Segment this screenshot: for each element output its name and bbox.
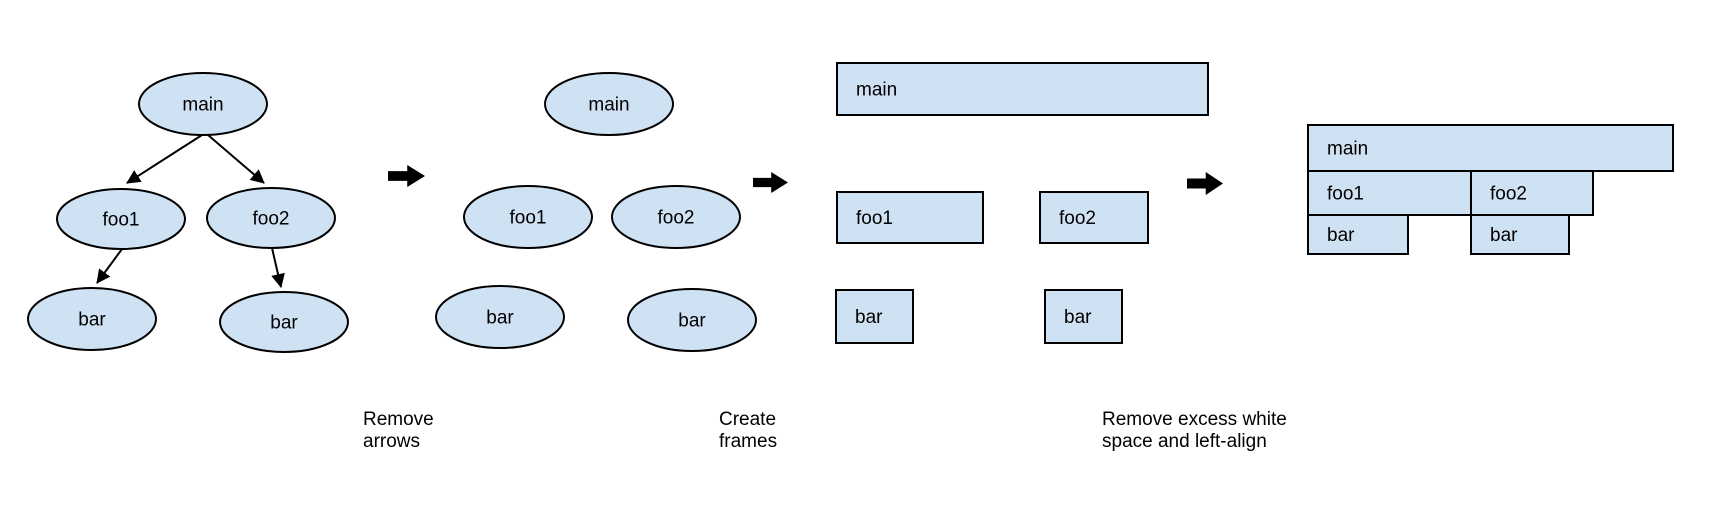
frame-rect [1039,191,1149,244]
frame-rect [836,191,984,244]
stage-ellipses-no-arrows: main foo1 foo2 bar bar [435,72,757,352]
frame-label: main [856,80,897,101]
transition-arrow-icon [1187,172,1223,195]
node-label: bar [270,313,298,334]
function-node-ellipse [435,285,565,349]
frame-rect [1044,289,1123,344]
frame-label: bar [855,307,883,328]
function-node-ellipse [544,72,674,136]
call-edge-arrow [207,134,265,184]
call-edge-arrow [271,247,285,288]
function-node-ellipse [27,287,157,351]
frame-label: foo2 [1059,208,1096,229]
frame-rect [836,62,1209,116]
frame-rect [1470,170,1594,216]
frame-rect [835,289,914,344]
node-label: foo2 [253,209,290,230]
node-label: foo1 [103,210,140,231]
function-node-ellipse [206,187,336,249]
frame-rect [1470,214,1570,255]
frame-label: bar [1327,225,1355,246]
stage-call-tree: main foo1 foo2 bar bar [27,72,349,353]
call-edge-arrow [96,248,123,284]
function-node-ellipse [463,185,593,249]
node-label: main [182,95,223,116]
caption-line: Remove excess white [1102,409,1287,430]
node-label: bar [486,308,514,329]
frame-label: foo1 [1327,184,1364,205]
node-label: foo1 [510,208,547,229]
function-node-ellipse [611,185,741,249]
transition-arrow-icon [753,172,788,193]
node-label: bar [678,311,706,332]
call-edge-arrow [126,134,203,184]
caption-line: space and left-align [1102,431,1267,452]
transition-arrow-icon [388,165,425,187]
frame-label: foo1 [856,208,893,229]
frame-label: bar [1490,225,1518,246]
caption-line: arrows [363,431,420,452]
node-label: bar [78,310,106,331]
frame-label: bar [1064,307,1092,328]
frame-label: foo2 [1490,184,1527,205]
transition-arrows-layer [388,165,1223,195]
caption-line: frames [719,431,777,452]
function-node-ellipse [219,291,349,353]
function-node-ellipse [627,288,757,352]
node-label: foo2 [658,208,695,229]
node-label: main [588,95,629,116]
function-node-ellipse [138,72,268,136]
frame-rect [1307,214,1409,255]
frame-label: main [1327,139,1368,160]
stage-flame-graph: main foo1 foo2 bar bar [1307,124,1674,255]
frame-rect [1307,124,1674,172]
function-node-ellipse [56,188,186,250]
stage-frames: main foo1 foo2 bar bar [835,62,1209,344]
caption-line: Remove [363,409,434,430]
caption-line: Create [719,409,776,430]
